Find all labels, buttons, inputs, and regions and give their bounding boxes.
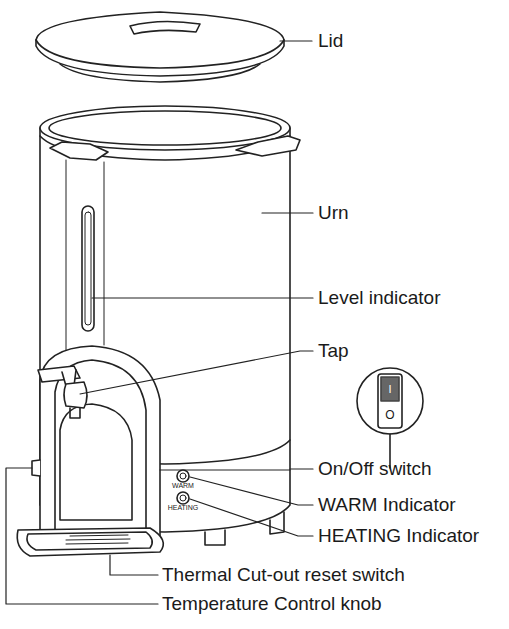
panel-text: HEATING bbox=[168, 504, 199, 512]
part-label: Temperature Control knob bbox=[162, 594, 382, 615]
part-label: Urn bbox=[318, 203, 349, 224]
part-label: Tap bbox=[318, 341, 349, 362]
tap-housing-drawing bbox=[17, 346, 290, 556]
lid-drawing bbox=[36, 12, 284, 82]
part-label: HEATING Indicator bbox=[318, 526, 479, 547]
switch-symbol: O bbox=[385, 409, 394, 422]
part-label: On/Off switch bbox=[318, 459, 432, 480]
urn-body-drawing bbox=[40, 106, 300, 532]
panel-text: WARM bbox=[172, 482, 194, 490]
part-label: WARM Indicator bbox=[318, 495, 456, 516]
leader-lines bbox=[6, 41, 313, 604]
part-label: Thermal Cut-out reset switch bbox=[162, 565, 405, 586]
part-label: Level indicator bbox=[318, 288, 441, 309]
switch-callout-drawing bbox=[357, 368, 423, 468]
part-label: Lid bbox=[318, 31, 343, 52]
switch-symbol: I bbox=[388, 383, 391, 395]
